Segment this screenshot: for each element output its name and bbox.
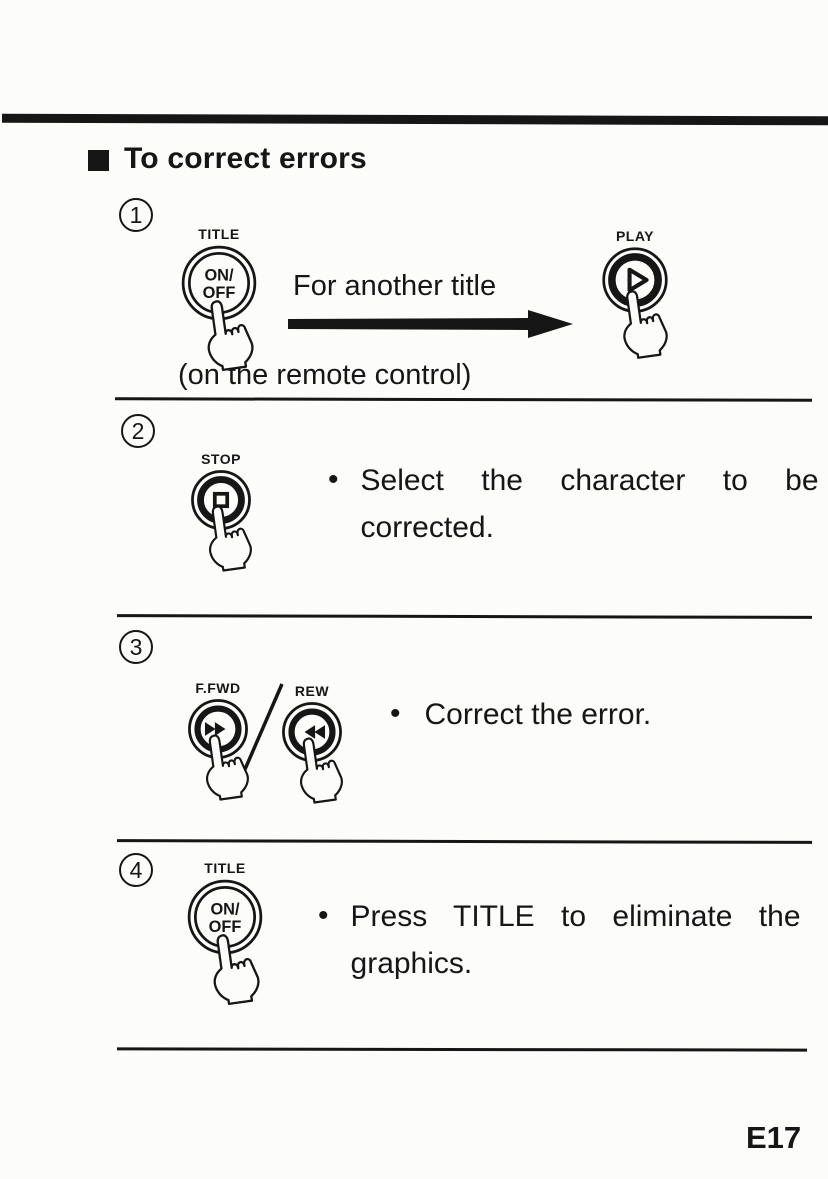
page-title: To correct errors [124,142,367,175]
fast-forward-button-step3: F.FWD [183,680,253,803]
rewind-button-step3: REW [277,683,347,806]
button-label-play: PLAY [615,228,655,244]
top-rule [1,113,828,126]
button-label-title: TITLE [204,860,246,876]
pointing-hand-icon [207,930,263,1007]
stop-icon [212,491,230,509]
bullet-icon: • [390,697,401,730]
pointing-hand-icon [200,730,252,803]
bullet-icon: • [318,899,329,932]
title-on-off-button-step1: TITLE ON/ OFF [176,226,262,373]
button-text-on: ON/ [204,267,234,285]
section-marker-icon [88,150,109,171]
pointing-hand-icon [617,286,671,361]
stop-button-step2: STOP [186,451,256,574]
pointing-hand-icon [294,733,346,806]
divider-line [116,839,813,844]
button-label-rew: REW [294,683,330,699]
button-text-off: OFF [203,284,236,302]
rewind-icon [304,725,326,739]
instruction-line: Press TITLE to eliminate the [350,900,801,933]
step-number-1: 1 [119,198,153,232]
step-number-2: 2 [121,414,155,448]
bottom-rule [116,1047,808,1052]
divider-line [114,397,813,402]
play-button-step1: PLAY [598,228,672,361]
pointing-hand-icon [201,296,257,373]
instruction-line: Correct the error. [424,698,652,731]
button-text-off: OFF [209,918,242,936]
arrow-caption: For another title [293,270,497,302]
button-label-stop: STOP [201,451,241,467]
button-label-ffwd: F.FWD [195,680,241,696]
step2-instruction: • Select the character to be corrected. [328,457,819,551]
pointing-hand-icon [203,501,255,574]
bullet-icon: • [328,463,339,496]
step3-instruction: • Correct the error. [390,691,651,738]
arrow-right-icon [288,310,573,338]
divider-line [116,614,813,619]
button-text-on: ON/ [210,901,240,919]
step-number-3: 3 [119,630,153,664]
page-number: E17 [746,1120,802,1155]
instruction-line: graphics. [350,947,473,980]
instruction-line: Select the character to be [360,464,819,497]
section-header: To correct errors [88,142,367,176]
step4-instruction: • Press TITLE to eliminate the graphics. [318,893,801,987]
step-number-4: 4 [119,853,153,887]
fast-forward-icon [204,722,226,736]
play-icon [627,267,649,293]
button-label-title: TITLE [198,226,240,242]
title-on-off-button-step4: TITLE ON/ OFF [182,860,268,1007]
instruction-line: corrected. [360,511,494,544]
